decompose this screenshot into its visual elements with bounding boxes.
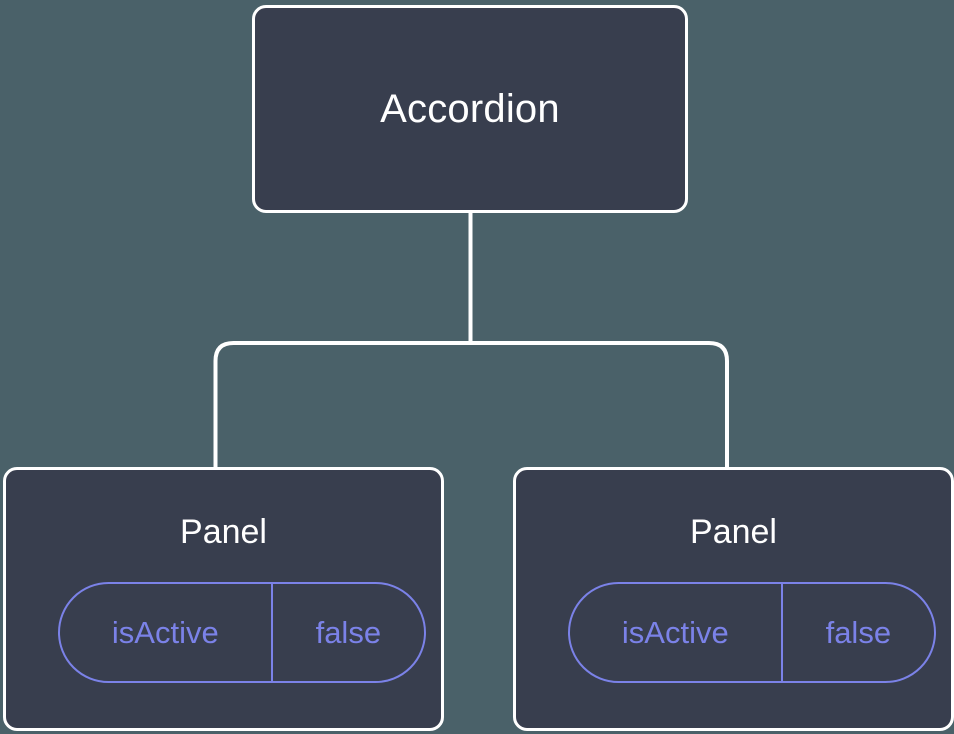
prop-key-isactive-1: isActive	[111, 615, 219, 650]
prop-pill-isactive-1[interactable]: isActive false	[57, 582, 426, 683]
node-panel-1-title: Panel	[180, 513, 267, 551]
prop-value-isactive-1: false	[271, 584, 423, 681]
prop-pill-isactive-2[interactable]: isActive false	[567, 582, 936, 683]
prop-value-isactive-2: false	[781, 584, 933, 681]
prop-key-isactive-2: isActive	[621, 615, 729, 650]
node-accordion-title: Accordion	[380, 87, 560, 131]
node-accordion[interactable]: Accordion	[252, 5, 688, 213]
node-panel-1[interactable]: Panel isActive false	[3, 467, 444, 731]
node-panel-2-title: Panel	[690, 513, 777, 551]
connector-branch-bar	[213, 341, 729, 470]
node-panel-2[interactable]: Panel isActive false	[513, 467, 954, 731]
